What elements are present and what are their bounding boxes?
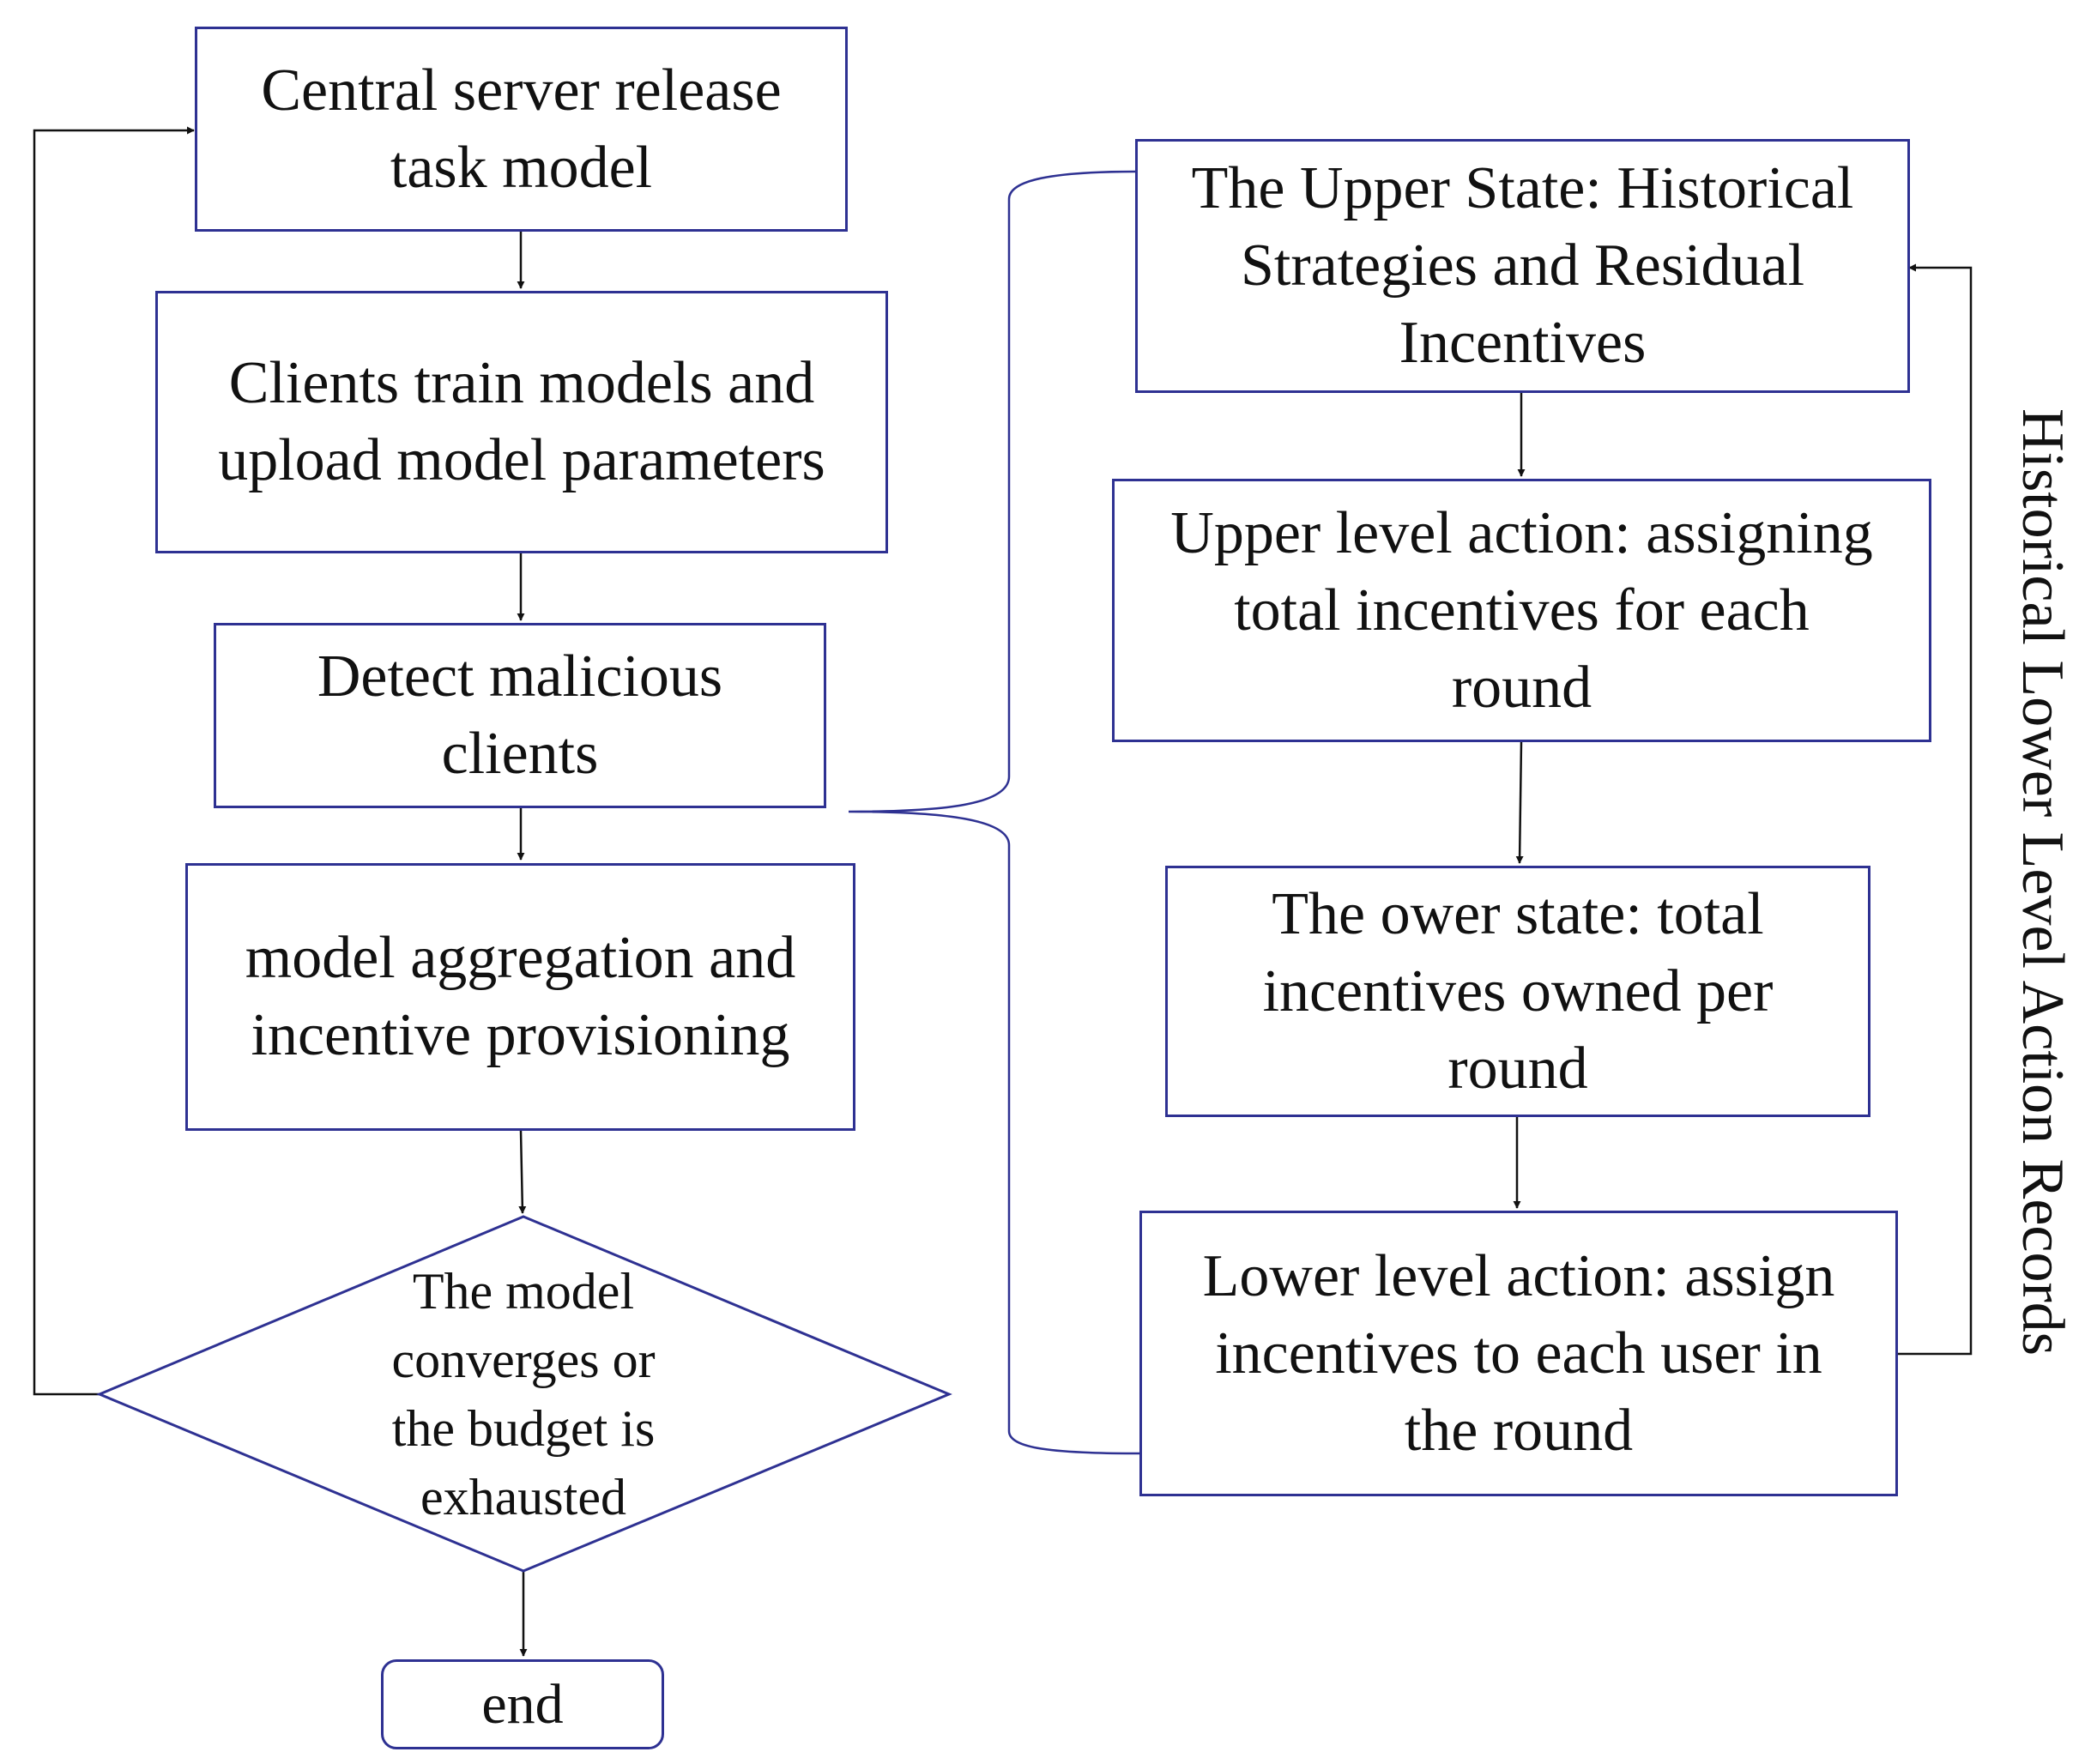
lower-state-box: The ower state: total incentives owned p… — [1165, 866, 1870, 1117]
release-task-box: Central server release task model — [195, 27, 848, 232]
train-upload-box: Clients train models and upload model pa… — [155, 291, 888, 553]
lower-action-box: Lower level action: assign incentives to… — [1139, 1211, 1898, 1496]
aggregation-box: model aggregation and incentive provisio… — [185, 863, 855, 1131]
arrow-upperaction-to-lowerstate — [1515, 741, 1524, 864]
history-records-label: Historical Lower Level Action Records — [2009, 408, 2076, 1356]
decision-label: The model converges or the budget is exh… — [391, 1263, 656, 1525]
arrow-feedback-history — [1897, 263, 1973, 1356]
end-terminal: end — [381, 1659, 664, 1749]
arrow-loop-back — [33, 126, 195, 1396]
detect-malicious-box: Detect malicious clients — [214, 623, 826, 808]
upper-state-box: The Upper State: Historical Strategies a… — [1135, 139, 1910, 393]
brace-connector — [848, 170, 1140, 1455]
upper-action-box: Upper level action: assigning total ince… — [1112, 479, 1931, 742]
decision-diamond — [96, 1215, 952, 1573]
arrow-aggregate-to-decision — [518, 1130, 527, 1214]
